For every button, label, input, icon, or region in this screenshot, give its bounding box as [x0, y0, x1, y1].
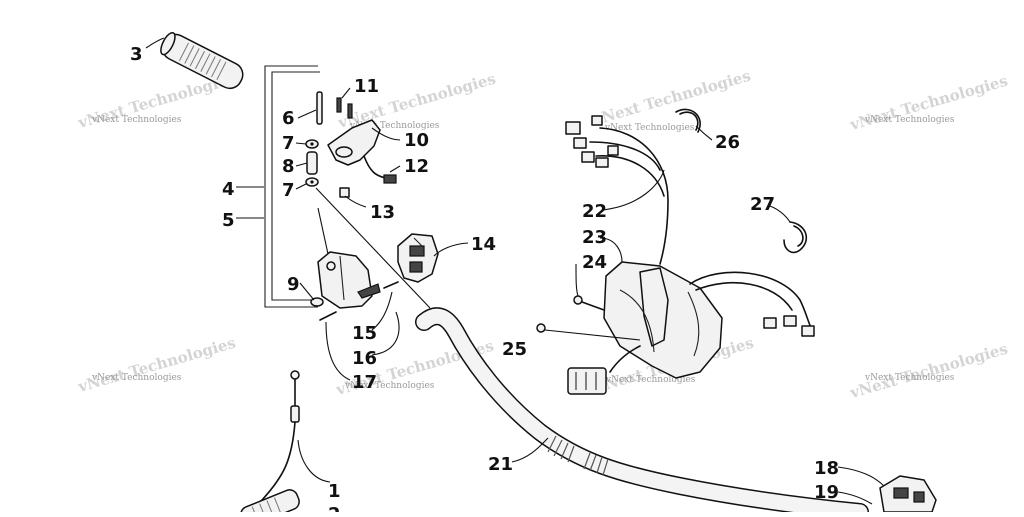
part-3-grip — [160, 31, 244, 90]
callout-6: 6 — [282, 108, 295, 129]
callout-22: 22 — [582, 201, 607, 222]
part-24-screw — [573, 295, 605, 311]
part-10-lever — [327, 119, 381, 166]
part-22-harness — [565, 115, 669, 265]
leader-lines — [145, 37, 885, 505]
part-21-handlebar — [415, 307, 869, 517]
watermark-text: vNext Technologies — [864, 373, 955, 383]
part-harness-right — [689, 271, 815, 337]
callout-1: 1 — [328, 481, 341, 502]
part-27-clamp — [783, 221, 808, 254]
watermark-text: vNext Technologies — [864, 115, 955, 125]
part-14-switch-pod — [397, 233, 439, 283]
callout-14: 14 — [471, 234, 496, 255]
callout-7-bottom: 7 — [282, 180, 295, 201]
watermark-text: vNext Technologies — [604, 123, 695, 133]
part-15-screw — [383, 281, 399, 289]
callout-11: 11 — [354, 76, 379, 97]
watermark-text: vNext Technologies — [91, 373, 182, 383]
part-13-bushing — [339, 187, 350, 198]
watermark-text: vNext Technologies — [91, 115, 182, 125]
part-11-pins — [336, 97, 353, 119]
part-25-screw — [536, 323, 641, 341]
callout-17: 17 — [352, 372, 377, 393]
callout-3: 3 — [130, 44, 143, 65]
callout-26: 26 — [715, 132, 740, 153]
callout-23: 23 — [582, 227, 607, 248]
callout-16: 16 — [352, 348, 377, 369]
callout-25: 25 — [502, 339, 527, 360]
callout-7-top: 7 — [282, 133, 295, 154]
callout-13: 13 — [370, 202, 395, 223]
watermark-text: vNext Technologies — [344, 381, 435, 391]
part-7-washer-bottom — [305, 177, 319, 187]
part-18-right-switch — [879, 475, 937, 513]
part-housing-left — [310, 251, 381, 309]
part-17-screw — [319, 311, 337, 321]
callout-2: 2 — [328, 504, 341, 512]
callout-12: 12 — [404, 156, 429, 177]
callout-21: 21 — [488, 454, 513, 475]
part-connector-lower — [567, 345, 641, 395]
part-12-switch-harness — [363, 155, 397, 184]
watermark-text: vNext Technologies — [349, 121, 440, 131]
callout-10: 10 — [404, 130, 429, 151]
watermark-shadow: vNext Technologies — [590, 67, 753, 129]
callout-8: 8 — [282, 156, 295, 177]
watermark-text: vNext Technologies — [605, 375, 696, 385]
watermark-shadow: vNext Technologies — [847, 340, 1010, 402]
callout-labels: 3 6 11 7 8 7 10 12 13 4 5 9 14 15 16 17 … — [130, 44, 839, 517]
part-6-pin — [316, 91, 323, 125]
part-7-washer-top — [305, 139, 319, 149]
callout-15: 15 — [352, 323, 377, 344]
callout-18: 18 — [814, 458, 839, 479]
callout-27: 27 — [750, 194, 775, 215]
part-8-sleeve — [306, 151, 318, 175]
watermark-shadow: vNext Technologies — [75, 334, 238, 396]
callout-9: 9 — [287, 274, 300, 295]
part-23-cover — [603, 261, 723, 379]
callout-4: 4 — [222, 179, 235, 200]
assembly-bracket — [264, 65, 320, 308]
callout-5: 5 — [222, 210, 235, 231]
part-1-cable — [245, 370, 300, 513]
callout-19: 19 — [814, 482, 839, 503]
callout-24: 24 — [582, 252, 607, 273]
watermark-group: vNext Technologies vNext Technologies vN… — [75, 67, 1010, 402]
